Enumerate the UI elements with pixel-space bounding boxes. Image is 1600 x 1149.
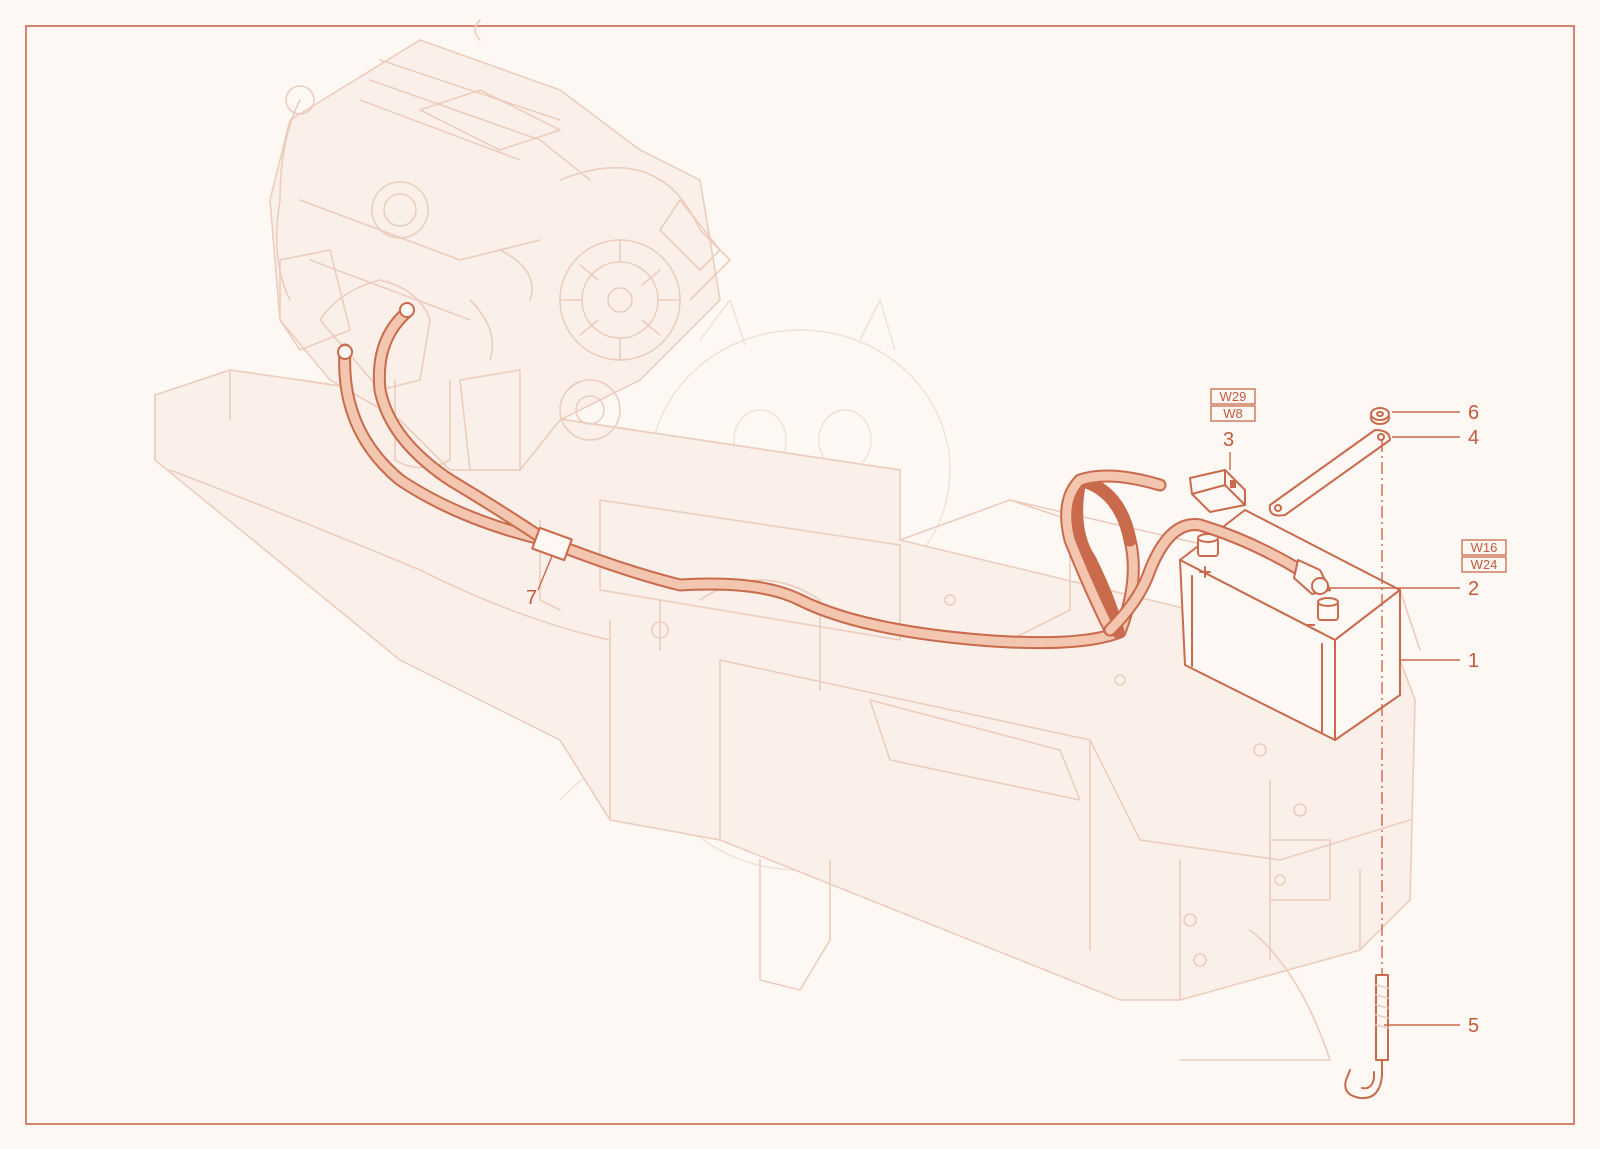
callout-4: 4 <box>1468 427 1479 449</box>
tag-w29: W29 <box>1220 389 1247 404</box>
callout-5: 5 <box>1468 1015 1479 1037</box>
hold-down-bracket-4 <box>1268 429 1391 517</box>
callout-2: 2 <box>1468 578 1479 600</box>
chassis-frame <box>154 369 1421 1061</box>
callout-7: 7 <box>526 587 537 609</box>
tag-w24: W24 <box>1471 557 1498 572</box>
leader-lines <box>537 411 1460 1026</box>
connector-3 <box>1189 469 1246 513</box>
reference-tag-part3: W29 W8 <box>1210 388 1256 422</box>
tag-w16: W16 <box>1471 540 1498 555</box>
callout-6: 6 <box>1468 402 1479 424</box>
battery-cable-7 <box>337 302 1167 650</box>
j-bolt-5 <box>1344 974 1389 1100</box>
reference-tag-part2: W16 W24 <box>1461 539 1507 573</box>
callout-1: 1 <box>1468 650 1479 672</box>
nut-6 <box>1370 407 1390 425</box>
callout-3: 3 <box>1223 429 1234 451</box>
tag-w8: W8 <box>1223 406 1243 421</box>
frame-border <box>25 25 1575 1125</box>
terminal-cable-2 <box>1103 518 1331 637</box>
